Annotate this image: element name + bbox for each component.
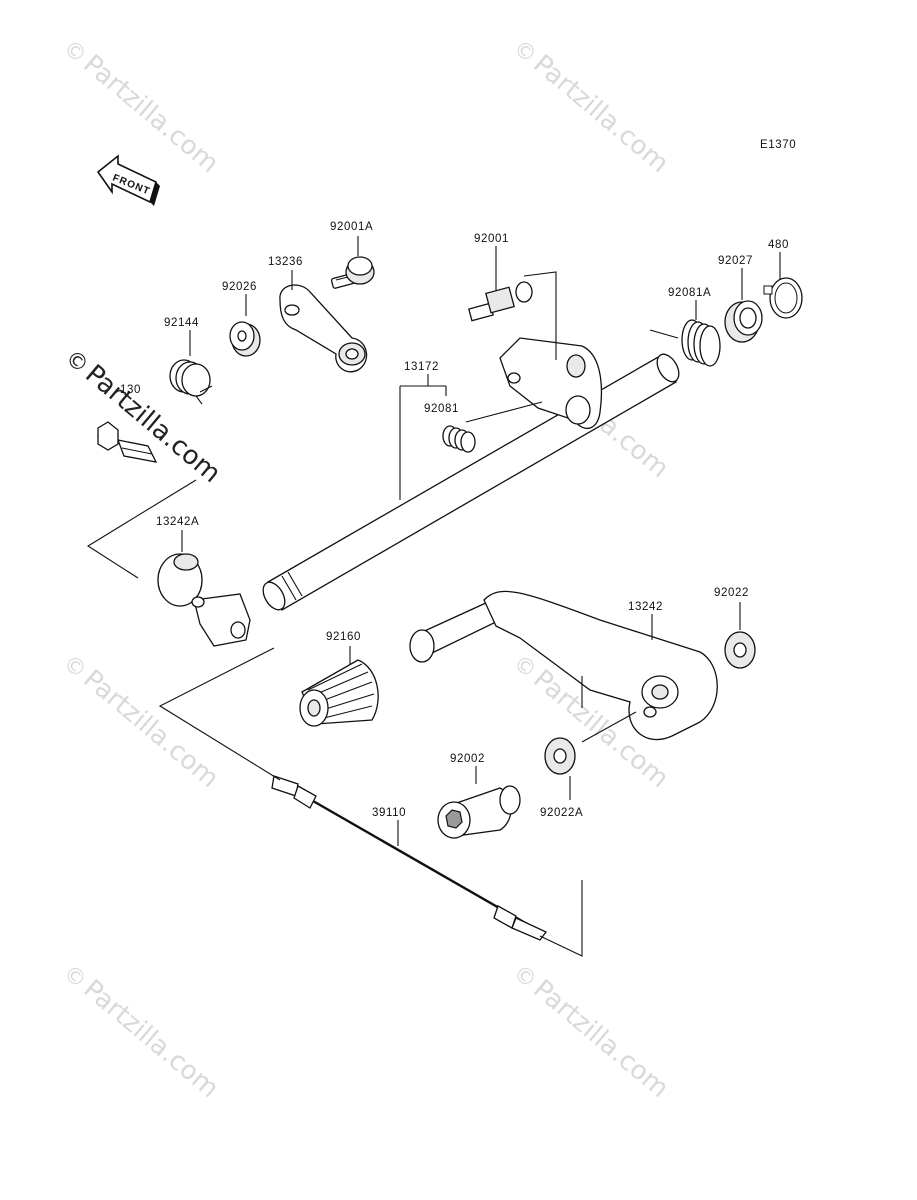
- rubber-92160-icon: [299, 659, 379, 727]
- washer-92022-icon: [724, 631, 756, 669]
- callout-92002[interactable]: 92002: [450, 753, 485, 765]
- svg-text:Partzilla.com: Partzilla.com: [77, 974, 224, 1104]
- tie-rod-39110-icon: [271, 775, 548, 941]
- callout-13172[interactable]: 13172: [404, 361, 439, 373]
- washer-92022a-icon: [544, 737, 576, 775]
- callout-92160[interactable]: 92160: [326, 631, 361, 643]
- callout-92001a[interactable]: 92001A: [330, 221, 373, 233]
- collar-92027-icon: [724, 300, 763, 343]
- link-plate-13236-icon: [279, 284, 368, 373]
- callout-92022[interactable]: 92022: [714, 587, 749, 599]
- callout-labels: 92001A 13236 92026 92144 130 92001 13172…: [120, 221, 789, 819]
- svg-text:Partzilla.com: Partzilla.com: [527, 974, 674, 1104]
- shift-shaft-13172-icon: [262, 337, 680, 611]
- svg-text:Partzilla.com: Partzilla.com: [77, 664, 224, 794]
- callout-130[interactable]: 130: [120, 384, 141, 396]
- callout-92027[interactable]: 92027: [718, 255, 753, 267]
- callout-92001[interactable]: 92001: [474, 233, 509, 245]
- callout-480[interactable]: 480: [768, 239, 789, 251]
- circlip-480-icon: [763, 277, 803, 319]
- clamp-13242a-icon: [157, 553, 251, 647]
- bolt-92001a-icon: [330, 256, 375, 289]
- callout-13242a[interactable]: 13242A: [156, 516, 199, 528]
- callout-92026[interactable]: 92026: [222, 281, 257, 293]
- svg-text:Partzilla.com: Partzilla.com: [527, 49, 674, 179]
- svg-text:Partzilla.com: Partzilla.com: [77, 49, 224, 179]
- diagram-code: E1370: [760, 139, 796, 151]
- front-arrow-icon: FRONT: [96, 154, 160, 206]
- callout-13236[interactable]: 13236: [268, 256, 303, 268]
- spring-92081a-icon: [649, 319, 721, 367]
- pedal-13242-icon: [409, 590, 718, 741]
- washer-92026-icon: [229, 321, 261, 357]
- spring-92081-icon: [442, 425, 476, 453]
- leader-lines: [86, 236, 781, 957]
- callout-39110[interactable]: 39110: [372, 807, 406, 819]
- callout-92081[interactable]: 92081: [424, 403, 459, 415]
- spring-92144-icon: [169, 359, 213, 405]
- callout-92022a[interactable]: 92022A: [540, 807, 583, 819]
- callout-13242[interactable]: 13242: [628, 601, 663, 613]
- callout-92144[interactable]: 92144: [164, 317, 199, 329]
- bolt-130-icon: [97, 421, 158, 463]
- bolt-92001-icon: [468, 281, 533, 322]
- callout-92081a[interactable]: 92081A: [668, 287, 711, 299]
- bolt-92002-icon: [437, 785, 521, 839]
